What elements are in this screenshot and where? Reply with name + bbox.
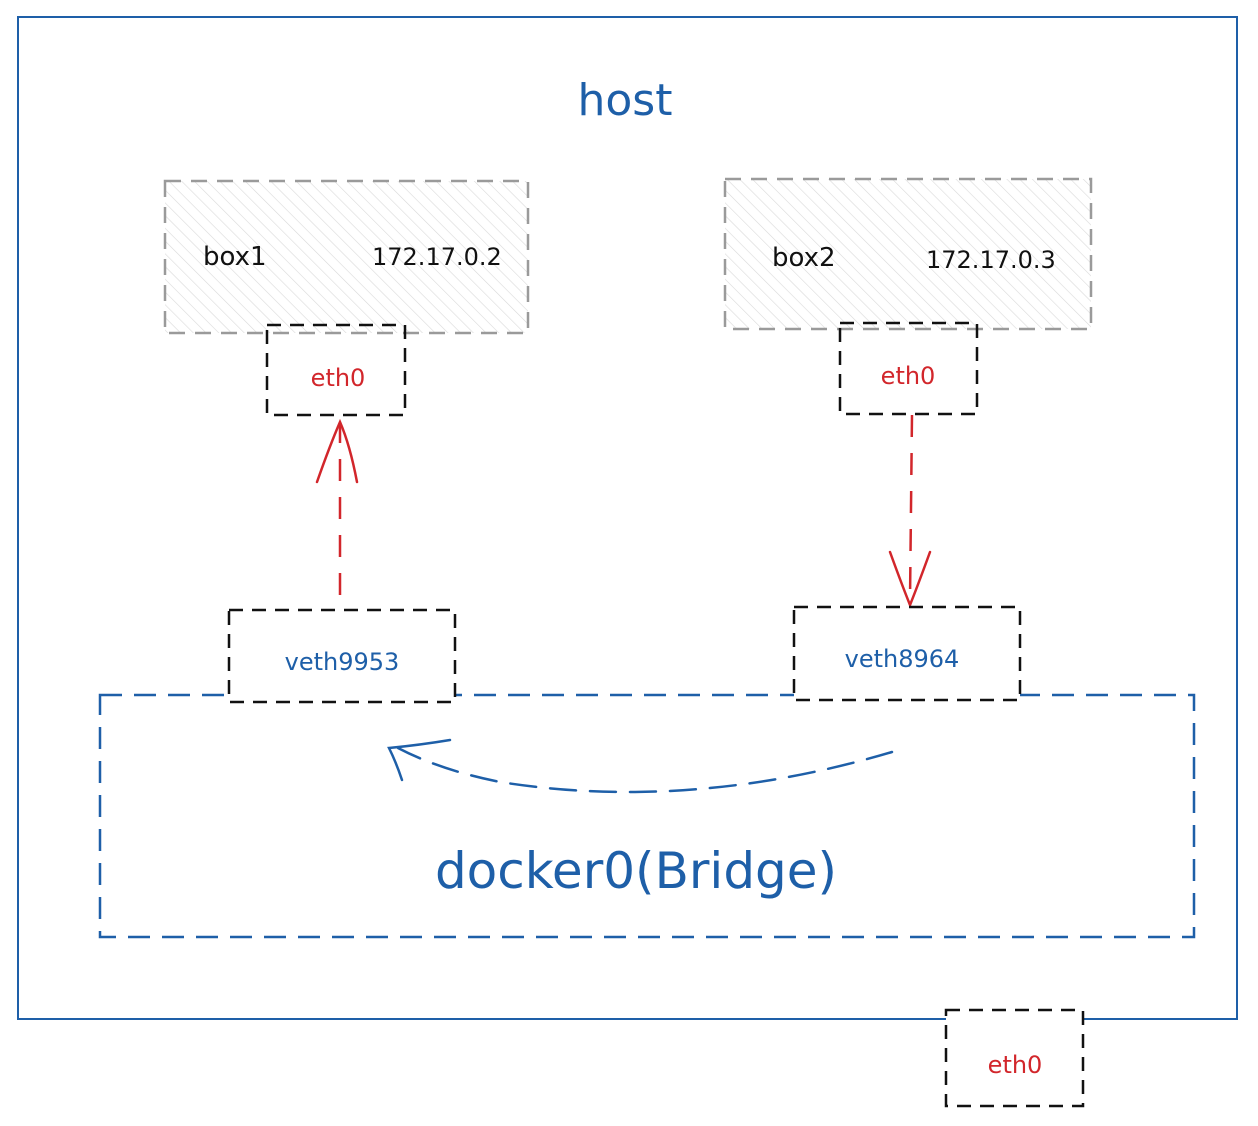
box2-eth0-label: eth0 xyxy=(881,362,936,390)
bridge-forward-arrow xyxy=(387,738,894,794)
box1-eth0-label: eth0 xyxy=(311,364,366,392)
veth8964-frame xyxy=(792,605,1022,702)
bridge-frame xyxy=(98,693,1196,939)
veth9953-label: veth9953 xyxy=(285,648,400,676)
arrow-left-head-icon xyxy=(387,738,452,782)
container-box2-name: box2 xyxy=(772,243,836,273)
arrow-box2-eth0-to-veth8964 xyxy=(888,414,932,609)
host-frame xyxy=(17,16,1238,1020)
arrow-down-head-icon xyxy=(888,550,932,609)
box2-eth0-interface: eth0 xyxy=(838,321,979,416)
box1-eth0-interface: eth0 xyxy=(265,323,407,417)
arrow-up-head-icon xyxy=(315,418,359,484)
veth9953-frame xyxy=(227,608,457,704)
arrow-veth8964-shaft xyxy=(908,414,914,601)
container-box2-ip: 172.17.0.3 xyxy=(926,246,1056,274)
bridge-label: docker0(Bridge) xyxy=(435,842,837,900)
veth9953-interface: veth9953 xyxy=(227,608,457,704)
arrow-veth9953-to-box1-eth0 xyxy=(315,418,359,595)
container-box1-name: box1 xyxy=(203,242,267,272)
container-box1: box1 172.17.0.2 xyxy=(163,179,530,335)
host-eth0-label: eth0 xyxy=(988,1051,1043,1079)
veth8964-interface: veth8964 xyxy=(792,605,1022,702)
box1-eth0-frame xyxy=(265,323,407,417)
host-label: host xyxy=(578,75,673,126)
host-eth0-interface: eth0 xyxy=(944,1008,1085,1108)
host-eth0-frame xyxy=(944,1008,1085,1108)
container-box1-ip: 172.17.0.2 xyxy=(372,243,502,271)
container-box1-frame xyxy=(163,179,530,335)
veth8964-label: veth8964 xyxy=(845,645,960,673)
container-box2: box2 172.17.0.3 xyxy=(723,177,1093,331)
container-box2-frame xyxy=(723,177,1093,331)
bridge-forward-arrow-curve xyxy=(396,746,894,794)
